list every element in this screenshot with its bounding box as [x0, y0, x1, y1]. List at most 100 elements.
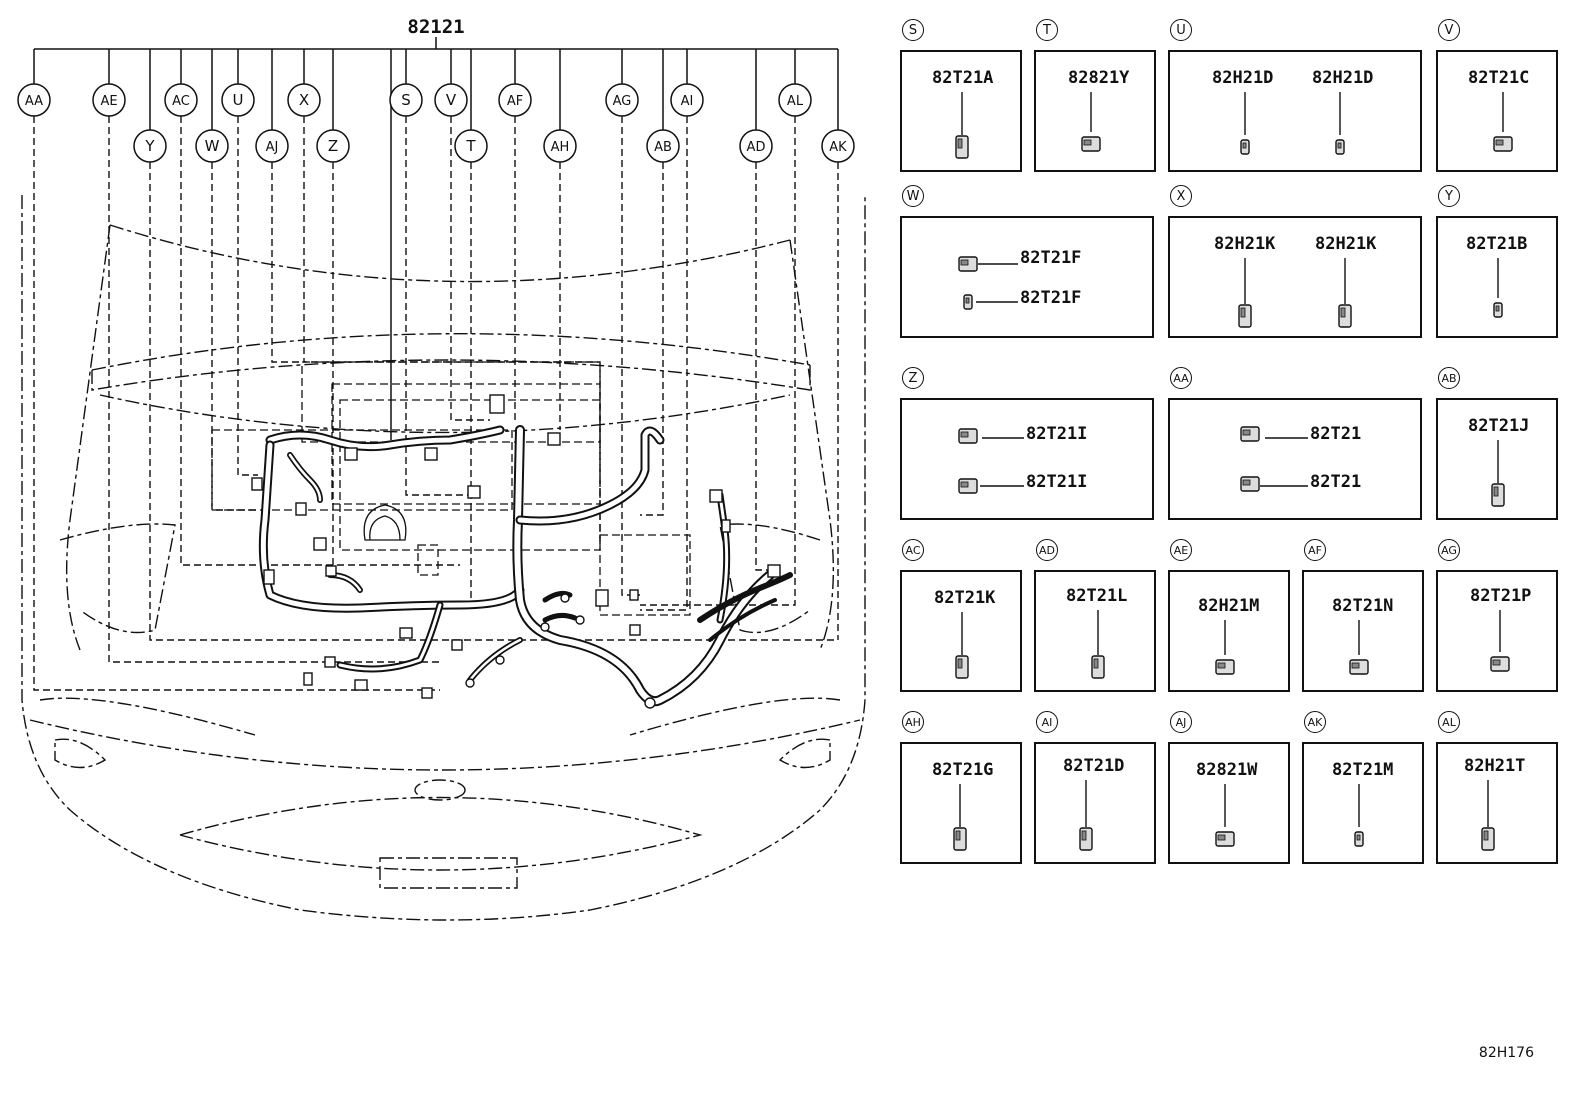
parts-panel-ad: 82T21L — [1034, 570, 1156, 692]
connector-part-icon — [953, 827, 967, 851]
engine-compartment — [211, 361, 691, 616]
panel-tag-v: V — [1438, 19, 1460, 41]
connector-part-icon — [1215, 659, 1235, 675]
connector-part-icon — [958, 428, 978, 444]
panel-drawing — [958, 428, 1024, 494]
callout-label: V — [446, 91, 457, 109]
callout-ak: AK — [821, 49, 855, 640]
callout-label: AA — [25, 94, 43, 109]
panel-tag-al: AL — [1438, 711, 1460, 733]
part-number: 82T21 — [1310, 472, 1362, 492]
parts-panel-w: 82T21F 82T21F — [900, 216, 1154, 338]
part-number: 82T21J — [1468, 416, 1530, 436]
part-number: 82T21G — [932, 760, 994, 780]
panel-tag-w: W — [902, 185, 924, 207]
part-number: 82T21L — [1066, 586, 1128, 606]
part-number: 82821Y — [1068, 68, 1130, 88]
panel-drawing — [1493, 258, 1503, 318]
vehicle-outline — [21, 195, 866, 921]
panel-tag-x: X — [1170, 185, 1192, 207]
connector-part-icon — [958, 478, 978, 494]
callout-label: AK — [829, 140, 847, 155]
panel-drawing — [1493, 92, 1513, 152]
callout-label: Z — [328, 137, 338, 155]
callout-label: S — [401, 91, 411, 109]
callout-label: AC — [172, 94, 190, 109]
callout-af: AF — [498, 49, 532, 420]
panel-drawing — [1490, 610, 1510, 672]
part-number: 82H21K — [1214, 234, 1276, 254]
callout-ac: AC — [164, 49, 460, 566]
part-number: 82T21K — [934, 588, 996, 608]
callout-label: X — [299, 91, 309, 109]
callout-ab: AB — [640, 49, 680, 516]
parts-panel-ac: 82T21K — [900, 570, 1022, 692]
panel-tag-z: Z — [902, 367, 924, 389]
connector-part-icon — [1490, 656, 1510, 672]
engine-cover-detail — [363, 504, 407, 541]
panel-tag-s: S — [902, 19, 924, 41]
panel-drawing — [1349, 620, 1369, 675]
panel-drawing — [953, 784, 967, 851]
panel-drawing — [1491, 440, 1505, 507]
callout-al: AL — [640, 49, 812, 606]
panel-drawing — [1240, 92, 1345, 155]
connector-part-icon — [955, 135, 969, 159]
connector-part-icon — [1079, 827, 1093, 851]
callout-label: AG — [613, 94, 632, 109]
part-number: 82T21 — [1310, 424, 1362, 444]
part-number: 82T21N — [1332, 596, 1394, 616]
callout-v: V — [434, 49, 490, 421]
callout-t: T — [454, 49, 488, 610]
callout-ah: AH — [543, 49, 577, 430]
connector-part-icon — [1349, 659, 1369, 675]
part-number: 82H21M — [1198, 596, 1260, 616]
panel-drawing — [1079, 780, 1093, 851]
parts-panel-ae: 82H21M — [1168, 570, 1290, 692]
part-number: 82821W — [1196, 760, 1258, 780]
connector-part-icon — [1338, 304, 1352, 328]
panel-tag-t: T — [1036, 19, 1058, 41]
part-number: 82T21F — [1020, 248, 1082, 268]
callout-label: AD — [747, 140, 766, 155]
callout-label: U — [233, 91, 244, 109]
callout-label: AF — [507, 94, 523, 109]
parts-panel-al: 82H21T — [1436, 742, 1558, 864]
parts-panel-ak: 82T21M — [1302, 742, 1424, 864]
panel-drawing — [955, 92, 969, 159]
parts-panel-aa: 82T21 82T21 — [1168, 398, 1422, 520]
callout-w: W — [195, 49, 260, 511]
parts-panel-ai: 82T21D — [1034, 742, 1156, 864]
panel-drawing — [958, 256, 1018, 310]
part-number: 82T21I — [1026, 472, 1088, 492]
connector-part-icon — [1354, 831, 1364, 847]
callout-aa: AA — [17, 49, 440, 691]
panel-tag-u: U — [1170, 19, 1192, 41]
connector-part-icon — [1091, 655, 1105, 679]
panel-drawing — [1481, 780, 1495, 851]
panel-tag-ak: AK — [1304, 711, 1326, 733]
part-number: 82T21B — [1466, 234, 1528, 254]
part-number: 82T21M — [1332, 760, 1394, 780]
parts-panel-s: 82T21A — [900, 50, 1022, 172]
panel-drawing — [1240, 426, 1308, 492]
connector-part-icon — [1335, 139, 1345, 155]
panel-drawing — [1354, 784, 1364, 847]
connector-part-icon — [1215, 831, 1235, 847]
connector-part-icon — [1493, 136, 1513, 152]
connector-part-icon — [1491, 483, 1505, 507]
callout-y: Y — [133, 49, 838, 641]
parts-panel-y: 82T21B — [1436, 216, 1558, 338]
connector-part-icon — [955, 655, 969, 679]
callout-label: AH — [551, 140, 570, 155]
panel-drawing — [1238, 258, 1352, 328]
panel-drawing — [1215, 784, 1235, 847]
panel-tag-af: AF — [1304, 539, 1326, 561]
part-number: 82T21F — [1020, 288, 1082, 308]
part-number: 82H21D — [1212, 68, 1274, 88]
